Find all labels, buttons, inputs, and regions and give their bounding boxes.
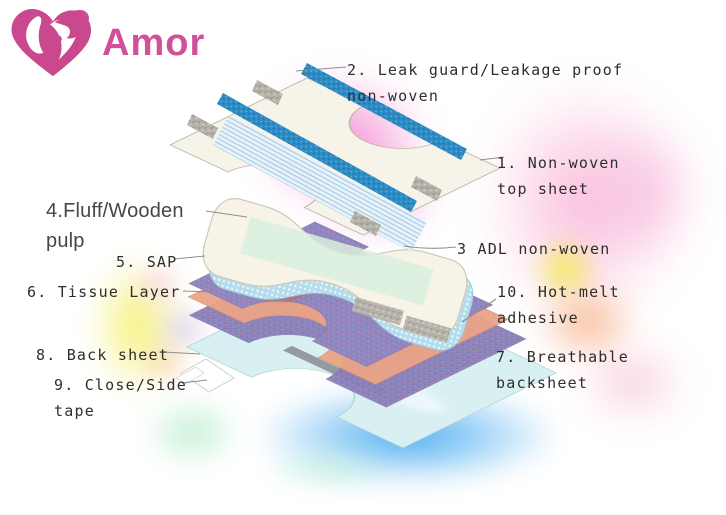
brand-logo: Amor xyxy=(10,6,205,82)
leader-2 xyxy=(295,66,347,72)
brand-name: Amor xyxy=(102,22,206,64)
hot-melt-strip-1 xyxy=(351,296,404,326)
fluff-mint-band xyxy=(240,216,434,306)
label-fluff-wooden-pulp: 4.Fluff/Wooden pulp xyxy=(46,200,184,252)
heart-mother-baby-icon xyxy=(11,8,92,77)
label-back-sheet: 8. Back sheet xyxy=(36,346,169,364)
label-sap: 5. SAP xyxy=(116,253,178,271)
label-hot-melt-adhesive: 10. Hot-melt adhesive xyxy=(497,283,620,327)
label-close-side-tape: 9. Close/Side tape xyxy=(54,376,187,420)
label-non-woven-top-sheet: 1. Non-woven top sheet xyxy=(497,154,620,198)
hot-melt-strip-2 xyxy=(402,315,451,343)
layer-fluff-core xyxy=(196,192,480,357)
label-tissue-layer: 6. Tissue Layer xyxy=(27,283,181,301)
label-adl-non-woven: 3 ADL non-woven xyxy=(457,240,611,258)
label-leak-guard: 2. Leak guard/Leakage proof non-woven xyxy=(347,61,624,105)
label-breathable-backsheet: 7. Breathable backsheet xyxy=(496,348,629,392)
